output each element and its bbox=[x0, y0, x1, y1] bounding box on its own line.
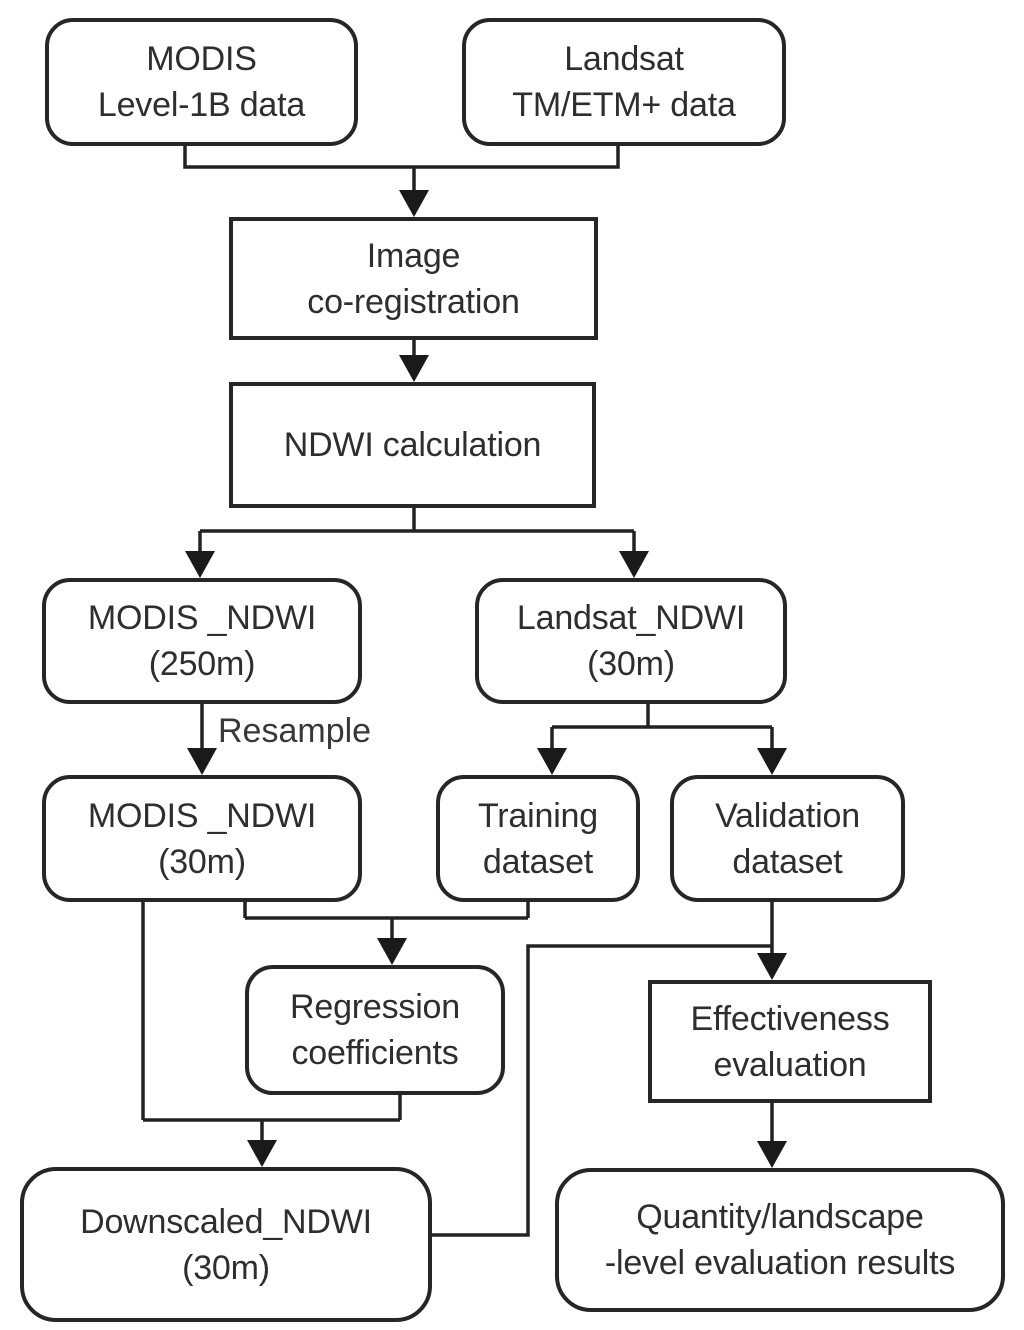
node-label-line2: dataset bbox=[732, 842, 843, 881]
node-label-line2: (30m) bbox=[158, 842, 246, 881]
node-label-line1: Validation bbox=[715, 796, 860, 835]
edge-regression-merge-bar bbox=[143, 1095, 402, 1122]
node-training-dataset: Training dataset bbox=[436, 775, 640, 902]
node-label-line1: Training bbox=[478, 796, 598, 835]
node-landsat-tm-etm-data: Landsat TM/ETM+ data bbox=[462, 18, 786, 146]
node-label-line1: Downscaled_NDWI bbox=[80, 1202, 372, 1241]
node-label-line2: TM/ETM+ data bbox=[512, 86, 736, 124]
edge-inputs-merge-bar bbox=[183, 146, 620, 169]
node-label-line2: (30m) bbox=[587, 645, 675, 683]
node-label-line1: Landsat bbox=[564, 40, 684, 78]
node-label-line1: Regression bbox=[290, 988, 460, 1026]
node-label-line1: Landsat_NDWI bbox=[516, 599, 746, 637]
node-ndwi-calculation: NDWI calculation bbox=[229, 382, 596, 508]
node-validation-dataset: Validation dataset bbox=[670, 775, 905, 902]
node-label-line2: evaluation bbox=[713, 1045, 867, 1084]
node-landsat-ndwi-30m: Landsat_NDWI (30m) bbox=[475, 578, 787, 704]
node-label-line1: MODIS _NDWI bbox=[87, 599, 317, 637]
node-label-line1: Effectiveness bbox=[690, 999, 890, 1038]
node-label-line1: NDWI calculation bbox=[283, 426, 542, 464]
edge-merge-bar-regression bbox=[243, 902, 530, 920]
node-modis-level1b-data: MODIS Level-1B data bbox=[45, 18, 358, 146]
edge-landsat-split-bar bbox=[552, 704, 772, 729]
node-image-co-registration: Image co-registration bbox=[229, 217, 598, 340]
node-label-line2: Level-1B data bbox=[97, 86, 306, 124]
node-label-line1: MODIS _NDWI bbox=[87, 796, 317, 835]
node-label-line1: MODIS bbox=[146, 40, 257, 78]
node-downscaled-ndwi-30m: Downscaled_NDWI (30m) bbox=[20, 1167, 432, 1322]
edge-label-resample: Resample bbox=[218, 712, 372, 750]
node-modis-ndwi-30m: MODIS _NDWI (30m) bbox=[42, 775, 362, 902]
node-label-line2: (250m) bbox=[148, 645, 256, 683]
node-label-line1: Image bbox=[366, 236, 461, 275]
node-label-line1: Quantity/landscape bbox=[636, 1198, 924, 1236]
node-quantity-landscape-results: Quantity/landscape -level evaluation res… bbox=[555, 1168, 1005, 1312]
node-label-line2: coefficients bbox=[291, 1034, 459, 1072]
node-label-line2: co-registration bbox=[307, 282, 520, 321]
node-regression-coefficients: Regression coefficients bbox=[245, 965, 505, 1095]
edge-ndwi-split-bar bbox=[200, 508, 634, 533]
connector-lines bbox=[141, 146, 788, 1237]
edge-downscaled-to-effectiveness bbox=[432, 944, 772, 1237]
node-label-line2: dataset bbox=[482, 842, 594, 881]
node-label-line2: (30m) bbox=[182, 1248, 270, 1287]
node-modis-ndwi-250m: MODIS _NDWI (250m) bbox=[42, 578, 362, 704]
node-label-line2: -level evaluation results bbox=[604, 1244, 956, 1282]
node-effectiveness-evaluation: Effectiveness evaluation bbox=[648, 980, 932, 1103]
